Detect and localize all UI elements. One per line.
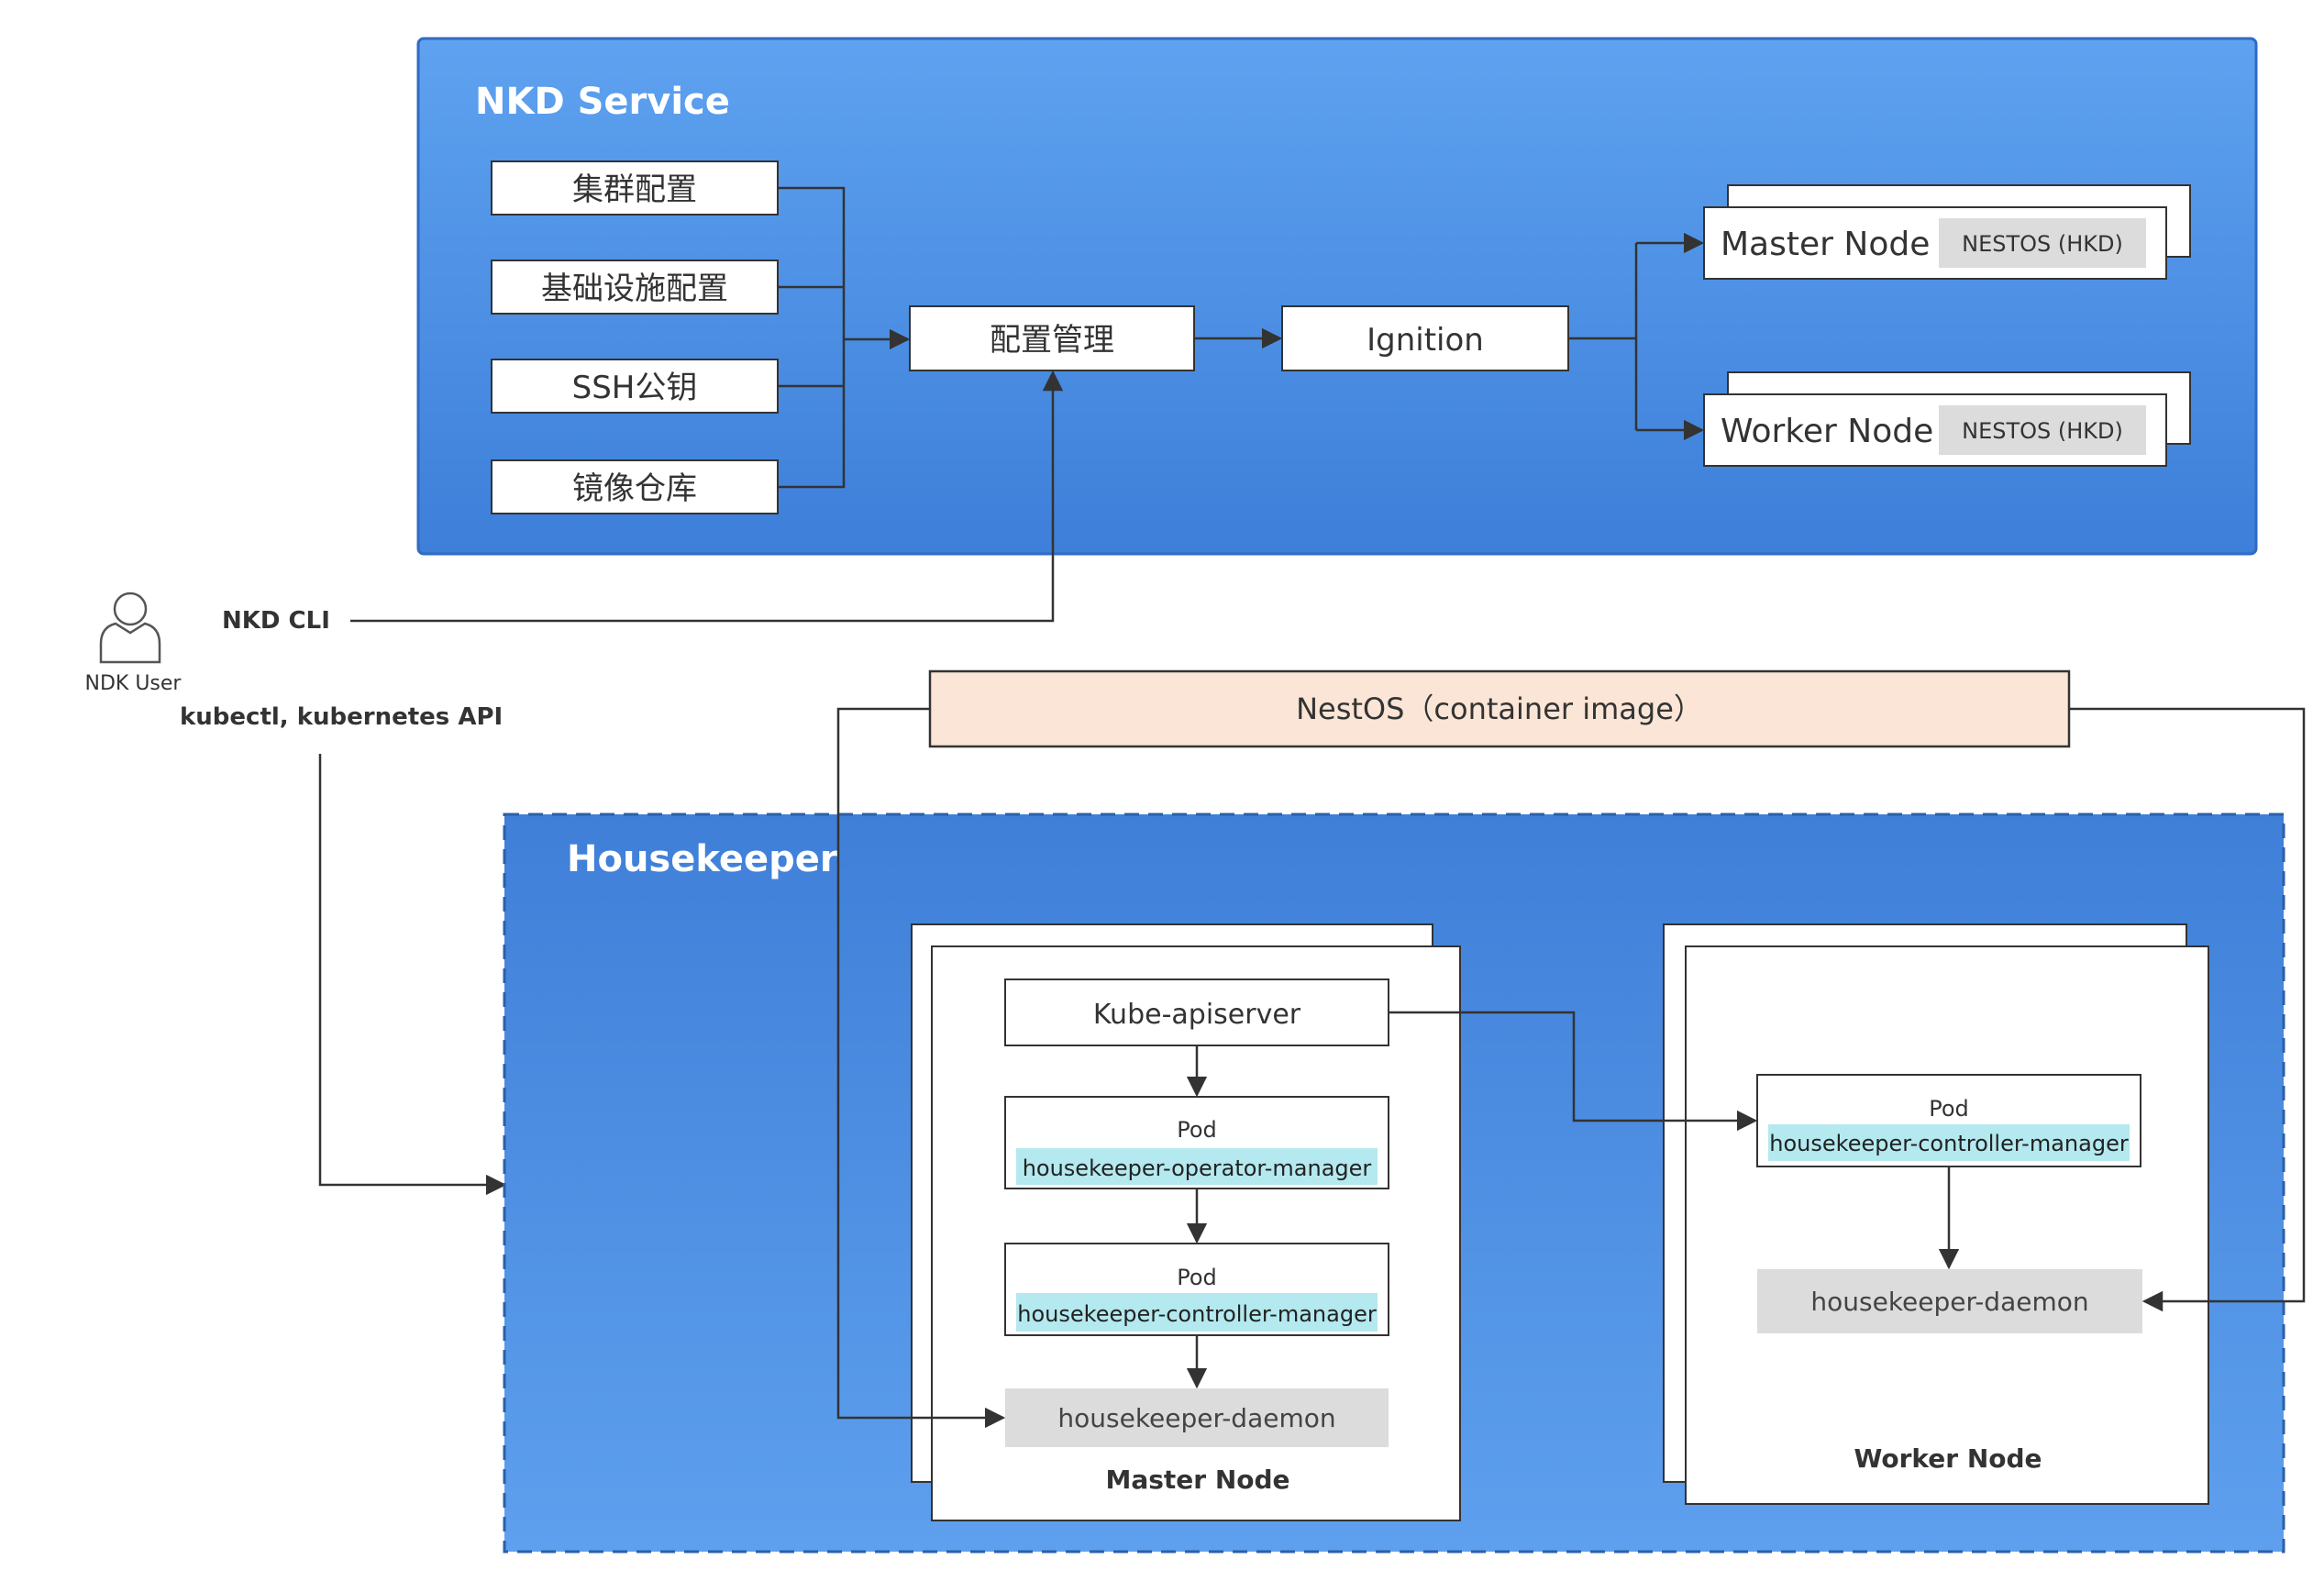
nkd-service-title: NKD Service (475, 81, 730, 123)
input-infra-config: 基础设施配置 (491, 260, 779, 315)
nestos-image-label: NestOS（container image） (1296, 691, 1703, 726)
hk-master-node-title: Master Node (1105, 1465, 1289, 1495)
input-infra-config-label: 基础设施配置 (541, 271, 728, 307)
nkd-worker-node-badge (1939, 405, 2146, 455)
ignition-split-connector (1568, 232, 1705, 441)
nkd-worker-node: Worker Node NESTOS (HKD) (1703, 371, 2191, 467)
pod-controller-manager-worker-label: Pod (1929, 1096, 1969, 1122)
nkd-master-node-label: Master Node (1721, 226, 1930, 263)
pod-controller-manager-worker-badge (1768, 1124, 2130, 1161)
nkd-worker-node-label: Worker Node (1721, 413, 1933, 450)
input-ssh-key-label: SSH公钥 (572, 370, 698, 406)
inputs-bracket-connector (778, 186, 911, 489)
user-icon (99, 591, 161, 664)
nestos-image-box: NestOS（container image） (928, 669, 2071, 748)
input-cluster-config-label: 集群配置 (572, 171, 697, 208)
input-image-registry: 镜像仓库 (491, 459, 779, 514)
config-manager-label: 配置管理 (990, 322, 1114, 359)
pod-controller-manager-worker: Pod housekeeper-controller-manager (1756, 1074, 2141, 1167)
daemon-worker-label: housekeeper-daemon (1810, 1287, 2088, 1317)
kube-apiserver-label: Kube-apiserver (1093, 999, 1301, 1031)
pod-controller-manager-master-label: Pod (1177, 1265, 1217, 1290)
kube-apiserver-box: Kube-apiserver (1004, 978, 1389, 1046)
pod-operator-manager-label: Pod (1177, 1117, 1217, 1143)
arrow-nestos-to-worker-daemon (2069, 707, 2306, 1312)
pod-controller-manager-master-badge (1016, 1293, 1378, 1332)
daemon-worker: housekeeper-daemon (1757, 1269, 2142, 1333)
pod-controller-manager-master: Pod housekeeper-controller-manager (1004, 1243, 1389, 1336)
input-ssh-key: SSH公钥 (491, 359, 779, 414)
pod-operator-manager-name: housekeeper-operator-manager (1023, 1155, 1372, 1181)
pod-operator-manager: Pod housekeeper-operator-manager (1004, 1096, 1389, 1189)
nkd-master-node-badge (1939, 218, 2146, 268)
nkd-master-node: Master Node NESTOS (HKD) (1703, 184, 2191, 280)
pod-operator-manager-badge (1016, 1148, 1378, 1185)
arrow-apiserver-to-worker-pod (1389, 1011, 1758, 1132)
pod-controller-manager-worker-name: housekeeper-controller-manager (1769, 1131, 2129, 1156)
nkd-worker-node-badge-text: NESTOS (HKD) (1962, 418, 2123, 444)
user-name: NDK User (85, 672, 183, 695)
hk-worker-node-title: Worker Node (1854, 1443, 2042, 1474)
ignition-label: Ignition (1367, 322, 1484, 359)
config-manager-box: 配置管理 (909, 305, 1195, 371)
housekeeper-title: Housekeeper (567, 838, 838, 880)
nkd-cli-label: NKD CLI (222, 607, 330, 635)
pod-controller-manager-master-name: housekeeper-controller-manager (1017, 1301, 1377, 1327)
nkd-master-node-badge-text: NESTOS (HKD) (1962, 231, 2123, 257)
input-cluster-config: 集群配置 (491, 160, 779, 216)
ignition-box: Ignition (1281, 305, 1569, 371)
arrow-cli-to-config (350, 370, 1064, 623)
hk-worker-node-card: Worker Node (1663, 923, 2209, 1505)
kubectl-api-label: kubectl, kubernetes API (180, 703, 503, 731)
daemon-master: housekeeper-daemon (1005, 1388, 1389, 1447)
input-image-registry-label: 镜像仓库 (572, 470, 697, 507)
arrow-api-to-housekeeper (318, 754, 507, 1196)
daemon-master-label: housekeeper-daemon (1057, 1403, 1335, 1433)
arrow-nestos-to-master-daemon (836, 707, 1006, 1429)
